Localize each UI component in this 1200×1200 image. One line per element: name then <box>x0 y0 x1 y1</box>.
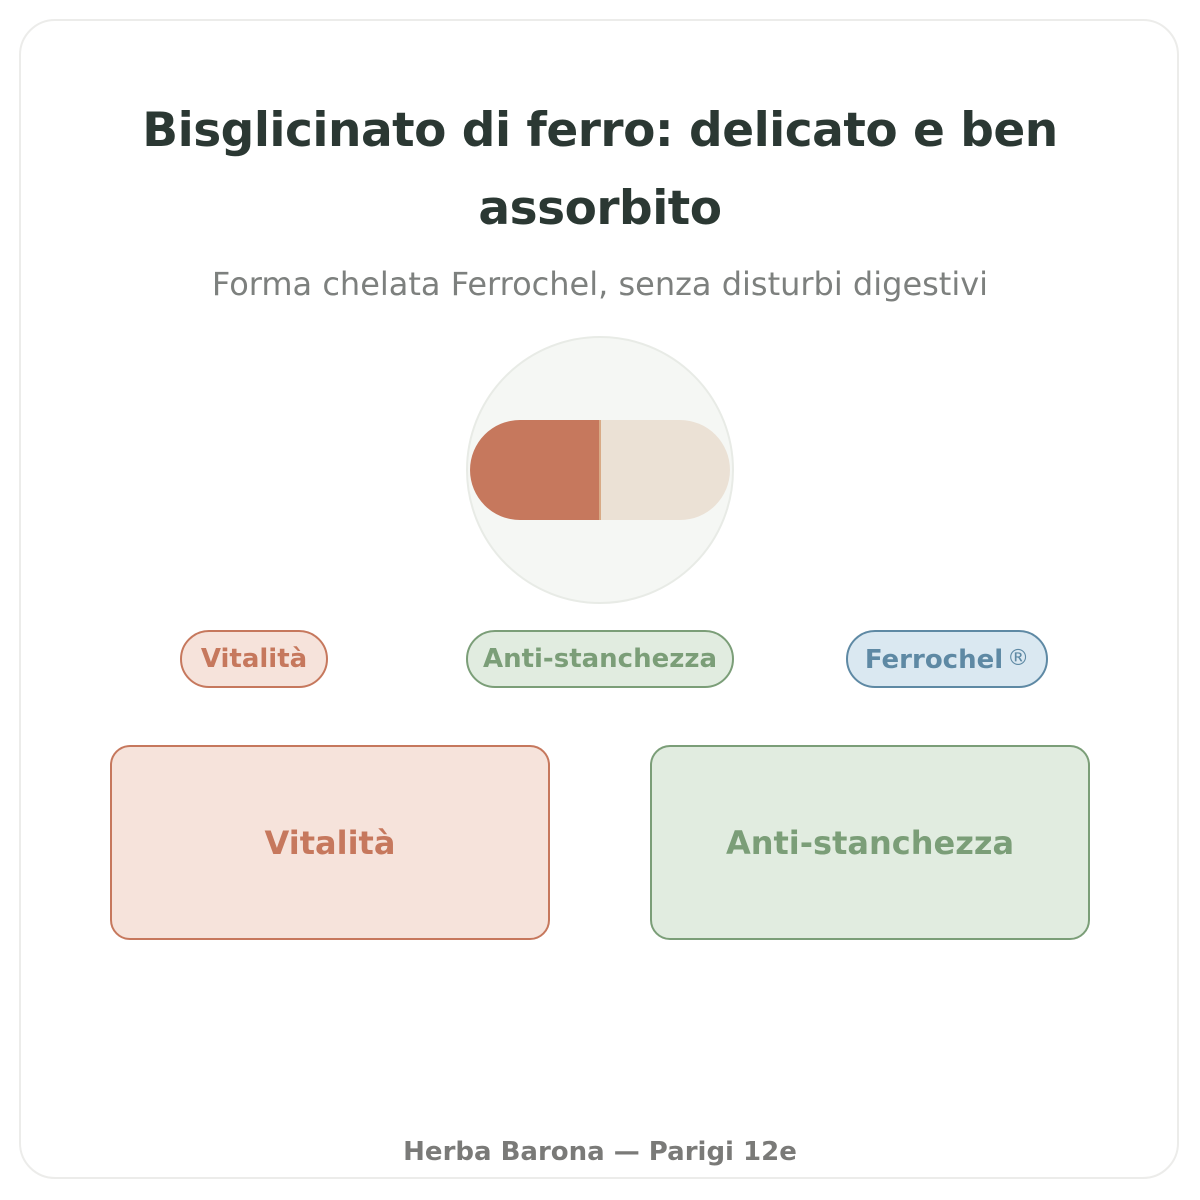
registered-mark: ® <box>1007 646 1030 671</box>
benefit-anti-stanchezza-label: Anti-stanchezza <box>725 823 1015 862</box>
benefit-box-anti-stanchezza: Anti-stanchezza <box>650 745 1090 940</box>
tag-anti-stanchezza: Anti-stanchezza <box>466 630 734 688</box>
capsule-icon <box>466 336 734 604</box>
page-title: Bisglicinato di ferro: delicato e ben as… <box>0 92 1200 248</box>
benefit-vitalita-label: Vitalità <box>264 823 396 862</box>
tag-anti-stanchezza-label: Anti-stanchezza <box>482 644 718 674</box>
tag-ferrochel: Ferrochel® <box>846 630 1048 688</box>
footer-brand: Herba Barona — Parigi 12e <box>403 1137 797 1167</box>
tag-vitalita-label: Vitalità <box>200 644 308 674</box>
tag-ferrochel-label: Ferrochel <box>864 645 1004 675</box>
title-line-2: assorbito <box>478 181 722 236</box>
title-line-1: Bisglicinato di ferro: delicato e ben <box>142 103 1058 158</box>
page-subtitle: Forma chelata Ferrochel, senza disturbi … <box>211 265 989 303</box>
capsule-left-half <box>470 420 600 520</box>
capsule-illustration <box>466 336 734 604</box>
capsule-right-half <box>600 420 730 520</box>
tag-vitalita: Vitalità <box>180 630 328 688</box>
benefit-box-vitalita: Vitalità <box>110 745 550 940</box>
